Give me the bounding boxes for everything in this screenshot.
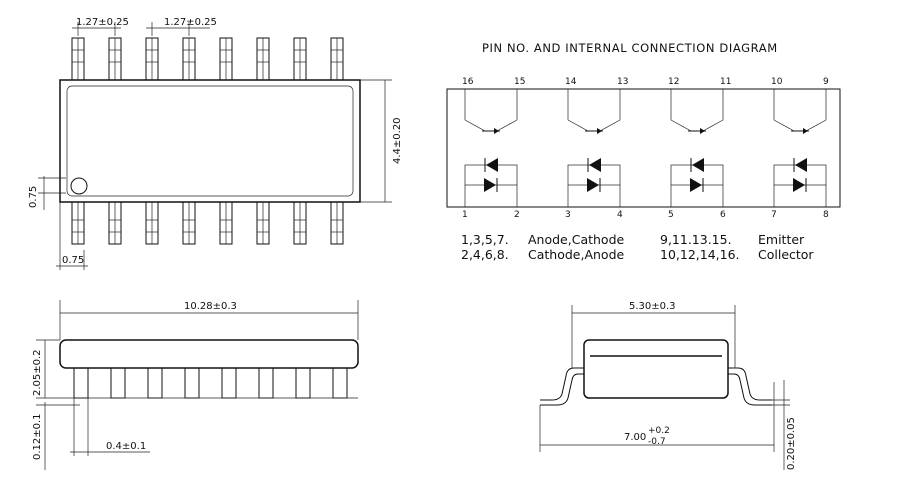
channel: 16 15 1 2: [462, 77, 525, 220]
top-view-body-inner: [66, 85, 354, 197]
legend-pins-3: 9,11.13.15.: [660, 232, 732, 247]
led-pair-symbol: [773, 158, 827, 207]
pin-number-top: 10: [771, 77, 783, 87]
top-pin-lower: [145, 201, 159, 245]
dim-end-tol-plus: +0.2: [648, 426, 670, 436]
legend-func-4: Collector: [758, 247, 814, 262]
channel: 12 11 5 6: [668, 77, 731, 220]
top-view-pins-upper: [71, 37, 344, 81]
pin-number-top: 12: [668, 77, 679, 87]
side-pin: [332, 367, 348, 399]
pin-number-top: 16: [462, 77, 474, 87]
side-pin: [258, 367, 274, 399]
pin-number-bottom: 3: [565, 210, 571, 220]
top-pin-upper: [145, 37, 159, 81]
pin-number-bottom: 8: [823, 210, 829, 220]
top-pin-lower: [256, 201, 270, 245]
dim-side-height: 2.05±0.2: [32, 349, 43, 396]
top-pin-lower: [182, 201, 196, 245]
led-pair-symbol: [670, 158, 724, 207]
top-pin-lower: [330, 201, 344, 245]
phototransistor-symbol: [773, 89, 827, 134]
top-pin-lower: [293, 201, 307, 245]
top-pin-upper: [219, 37, 233, 81]
top-pin-lower: [71, 201, 85, 245]
dim-pin-width: 0.75: [62, 255, 84, 266]
top-pin-upper: [108, 37, 122, 81]
end-view-lead-right: [728, 367, 772, 401]
side-pin: [147, 367, 163, 399]
side-pin: [221, 367, 237, 399]
phototransistor-symbol: [567, 89, 621, 134]
top-view: 1.27±0.25 1.27±0.25 4.4±0.20 0.75 0.75: [28, 17, 403, 270]
side-view: 10.28±0.3 2.05±0.2 0.12±0.1 0.4±0.1: [32, 300, 359, 470]
side-view-body: [59, 339, 359, 369]
pin-number-bottom: 4: [617, 210, 623, 220]
legend-func-2: Cathode,Anode: [528, 247, 625, 262]
phototransistor-symbol: [670, 89, 724, 134]
top-pin-upper: [182, 37, 196, 81]
channel: 14 13 3 4: [565, 77, 628, 220]
side-pin: [295, 367, 311, 399]
top-pin-lower: [219, 201, 233, 245]
side-pin: [110, 367, 126, 399]
pin-number-bottom: 5: [668, 210, 674, 220]
led-pair-symbol: [567, 158, 621, 207]
phototransistor-symbol: [464, 89, 518, 134]
pin-number-top: 14: [565, 77, 577, 87]
top-view-body-outer: [59, 79, 361, 203]
dim-body-width: 4.4±0.20: [392, 117, 403, 164]
dim-standoff: 0.12±0.1: [32, 413, 43, 460]
pin-number-bottom: 2: [514, 210, 520, 220]
end-view-body: [583, 339, 729, 399]
top-pin-upper: [330, 37, 344, 81]
connection-box: [446, 88, 841, 208]
connection-diagram: PIN NO. AND INTERNAL CONNECTION DIAGRAM …: [446, 41, 841, 220]
side-view-pins: [60, 367, 358, 399]
pin-number-top: 9: [823, 77, 829, 87]
legend-func-3: Emitter: [758, 232, 805, 247]
legend-pins-2: 2,4,6,8.: [461, 247, 509, 262]
dim-side-pin-width: 0.4±0.1: [106, 441, 146, 452]
end-view-lead-left: [540, 367, 584, 401]
top-pin-lower: [108, 201, 122, 245]
end-view: 5.30±0.3 7.00 +0.2 -0.7 0.20±0.05: [539, 301, 797, 470]
dim-marker-offset: 0.75: [28, 186, 39, 208]
pin1-marker: [70, 177, 88, 195]
top-pin-upper: [256, 37, 270, 81]
pin-number-top: 15: [514, 77, 525, 87]
top-pin-upper: [71, 37, 85, 81]
dim-lead-thickness: 0.20±0.05: [786, 417, 797, 470]
pin-number-top: 11: [720, 77, 731, 87]
led-pair-symbol: [464, 158, 518, 207]
dim-end-width: 5.30±0.3: [629, 301, 676, 312]
pin-number-bottom: 1: [462, 210, 468, 220]
legend-func-1: Anode,Cathode: [528, 232, 625, 247]
dim-pitch-left: 1.27±0.25: [76, 17, 129, 28]
top-pin-upper: [293, 37, 307, 81]
pin-number-bottom: 7: [771, 210, 777, 220]
dim-end-overall: 7.00: [624, 432, 646, 443]
dim-side-length: 10.28±0.3: [184, 301, 237, 312]
top-view-pins-lower: [71, 201, 344, 245]
pin-number-bottom: 6: [720, 210, 726, 220]
pin-legend: 1,3,5,7. Anode,Cathode 2,4,6,8. Cathode,…: [461, 232, 814, 262]
channel: 10 9 7 8: [771, 77, 829, 220]
side-pin: [184, 367, 200, 399]
side-pin: [73, 367, 89, 399]
dim-end-tol-minus: -0.7: [648, 437, 666, 447]
diagram-title: PIN NO. AND INTERNAL CONNECTION DIAGRAM: [482, 41, 778, 55]
legend-pins-4: 10,12,14,16.: [660, 247, 740, 262]
dim-pitch-right: 1.27±0.25: [164, 17, 217, 28]
legend-pins-1: 1,3,5,7.: [461, 232, 509, 247]
pin-number-top: 13: [617, 77, 628, 87]
